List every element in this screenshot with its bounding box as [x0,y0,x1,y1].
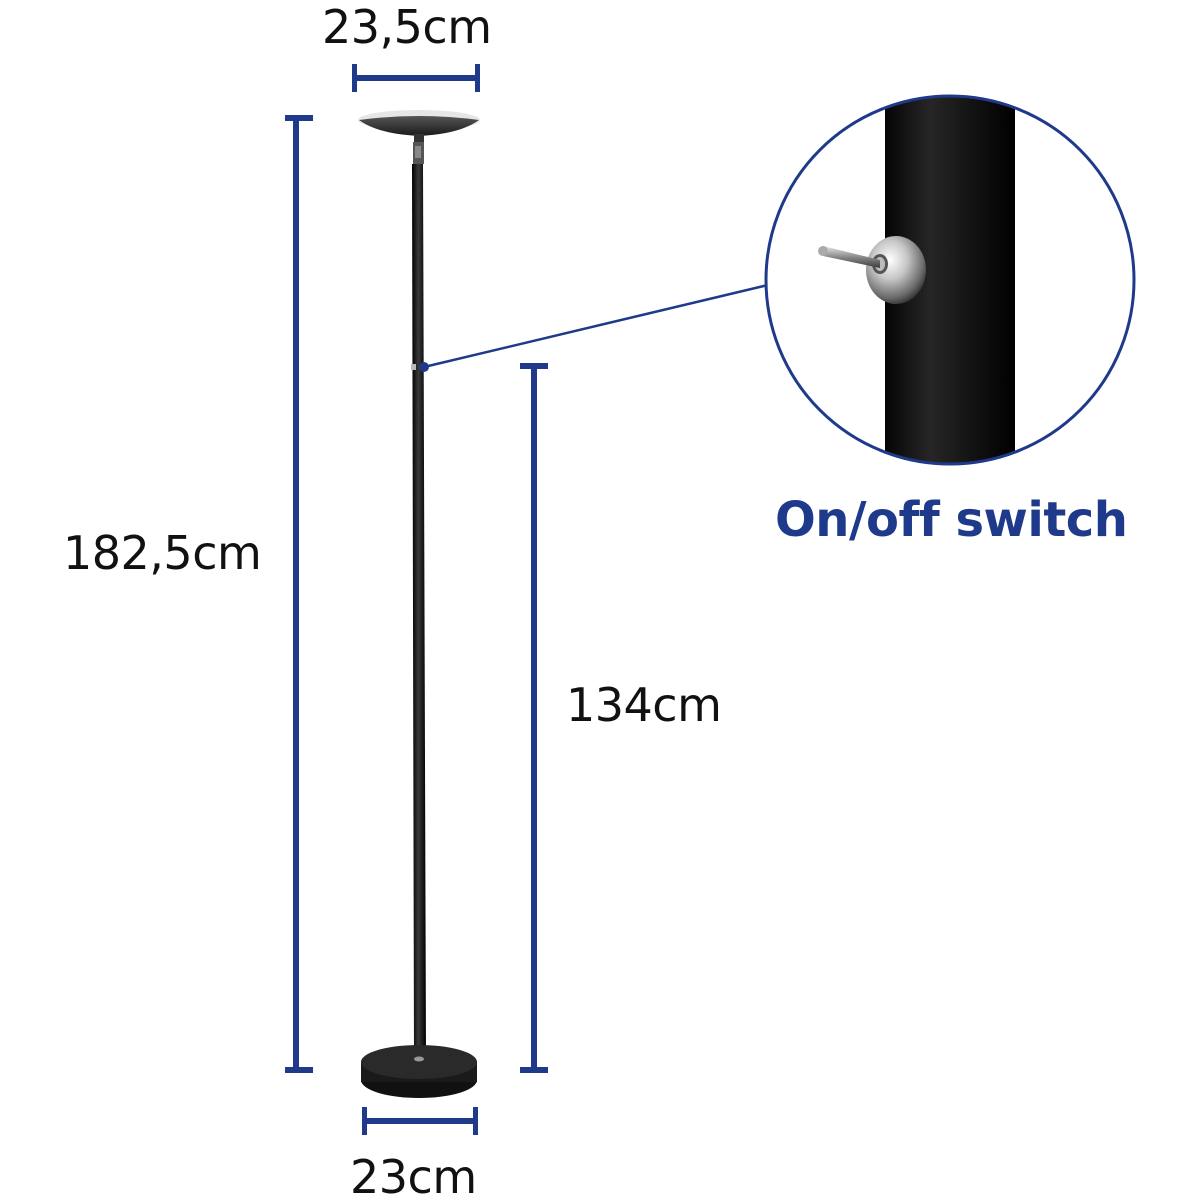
switch-height-label: 134cm [566,678,722,732]
lamp-pole [411,164,426,1060]
switch-callout-label: On/off switch [775,492,1128,548]
total-height-label: 182,5cm [63,526,262,580]
lamp-base [361,1045,477,1098]
switch-callout-leader [419,283,769,372]
head-diameter-label: 23,5cm [322,0,492,54]
base-diameter-label: 23cm [350,1150,477,1200]
switch-detail-circle [764,94,1136,466]
base-diameter-bracket [362,1107,478,1135]
switch-height-bracket [520,363,548,1073]
total-height-bracket [285,115,313,1073]
head-diameter-bracket [352,64,480,92]
toggle-switch-icon [818,236,926,304]
lamp-shade [358,110,480,164]
